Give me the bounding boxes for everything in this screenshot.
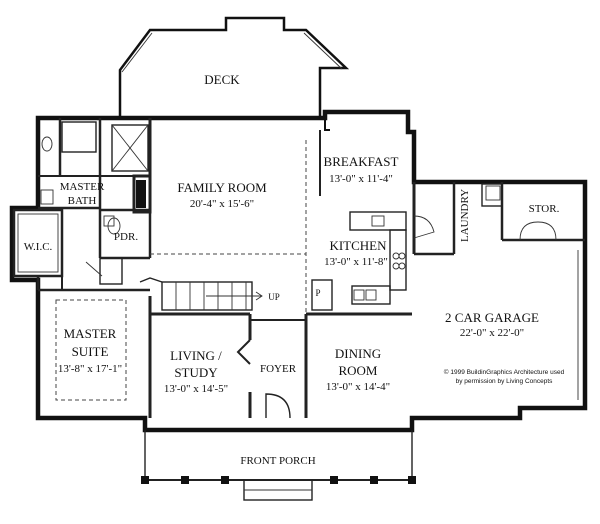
master-bath-label-1: MASTER: [60, 181, 105, 193]
dining-label-1: DINING: [335, 346, 381, 361]
credit-line-1: © 1999 BuildinGraphics Architecture used: [444, 368, 565, 376]
breakfast-size: 13'-0" x 11'-4": [329, 173, 393, 185]
master-suite-label-1: MASTER: [64, 326, 117, 341]
pantry-label: P: [315, 288, 320, 298]
room-labels: DECK BREAKFAST 13'-0" x 11'-4" FAMILY RO…: [24, 72, 565, 467]
living-study-size: 13'-0" x 14'-5": [164, 383, 228, 395]
interior-walls: [12, 118, 585, 419]
kitchen-label: KITCHEN: [329, 238, 387, 253]
deck-label: DECK: [204, 72, 240, 87]
foyer-label: FOYER: [260, 363, 297, 375]
dining-size: 13'-0" x 14'-4": [326, 381, 390, 393]
garage-size: 22'-0" x 22'-0": [460, 327, 524, 339]
front-porch: [141, 430, 416, 501]
master-suite-size: 13'-8" x 17'-1": [58, 363, 122, 375]
pdr-label: PDR.: [114, 231, 138, 243]
family-room-size: 20'-4" x 15'-6": [190, 198, 254, 210]
up-label: UP: [268, 292, 280, 302]
master-bath-label-2: BATH: [68, 195, 97, 207]
kitchen-size: 13'-0" x 11'-8": [324, 256, 388, 268]
wic-label: W.I.C.: [24, 241, 53, 253]
front-porch-label: FRONT PORCH: [240, 455, 315, 467]
storage-label: STOR.: [529, 203, 560, 215]
credit-line-2: by permission by Living Concepts: [456, 378, 554, 385]
family-room-label: FAMILY ROOM: [177, 180, 267, 195]
living-study-label-2: STUDY: [174, 365, 218, 380]
garage-label: 2 CAR GARAGE: [445, 310, 539, 325]
dining-label-2: ROOM: [338, 363, 377, 378]
master-suite-label-2: SUITE: [72, 344, 109, 359]
deck: [118, 16, 350, 118]
breakfast-label: BREAKFAST: [324, 154, 399, 169]
living-study-label-1: LIVING /: [170, 348, 222, 363]
laundry-label: LAUNDRY: [459, 189, 471, 242]
exterior-walls: [9, 109, 588, 433]
